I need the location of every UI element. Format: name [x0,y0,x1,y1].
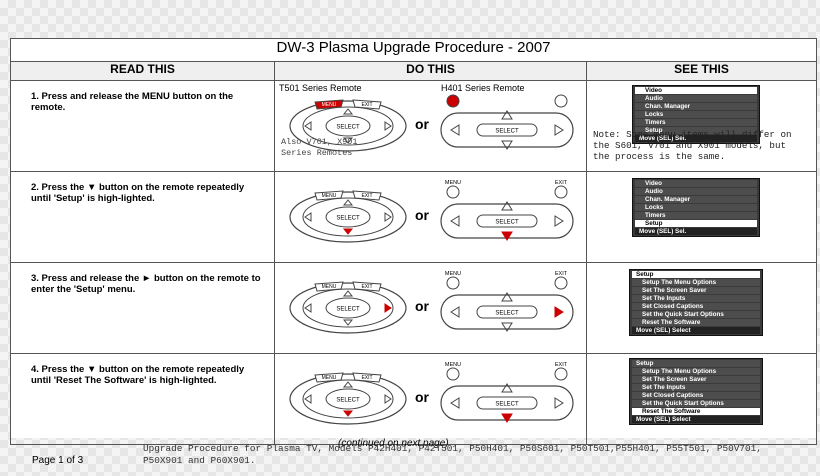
svg-text:SELECT: SELECT [336,398,360,404]
menu-item: Audio [635,95,757,102]
menu-item: Set Closed Captions [632,303,760,310]
step-cell: 2. Press the ▼ button on the remote repe… [10,171,275,263]
main-menu-screen: Video Audio Chan. Manager Locks Timers S… [632,85,760,144]
step-cell: 1. Press and release the MENU button on … [10,80,275,172]
or-label: or [415,207,429,223]
footer-models: Upgrade Procedure for Plasma TV, Models … [143,443,762,466]
menu-item: Set Closed Captions [632,392,760,399]
screen-cell: Video Audio Chan. Manager Locks Timers S… [585,171,818,263]
svg-text:MENU: MENU [322,102,337,108]
remote-cell: T501 Series Remote H401 Series Remote SE… [274,80,587,172]
t501-remote-icon: SELECT MENU EXIT [289,99,407,152]
procedure-table: DW-3 Plasma Upgrade Procedure - 2007 REA… [9,38,818,445]
step-cell: 4. Press the ▼ button on the remote repe… [10,353,275,445]
menu-item: Set The Inputs [632,295,760,302]
step-instruction: 4. Press the ▼ button on the remote repe… [31,364,245,386]
menu-item: Reset The Software [632,319,760,326]
menu-item: Set the Quick Start Options [632,311,760,318]
page-number: Page 1 of 3 [32,455,84,466]
svg-text:SELECT: SELECT [495,311,519,317]
menu-item: Setup The Menu Options [632,279,760,286]
menu-item: Setup The Menu Options [632,368,760,375]
menu-item: Audio [635,188,757,195]
menu-header: Setup [632,271,760,278]
svg-text:MENU: MENU [322,284,337,290]
svg-text:SELECT: SELECT [336,216,360,222]
menu-item: Chan. Manager [635,103,757,110]
svg-text:MENU: MENU [445,271,461,277]
remote-cell: SELECT MENU EXIT or MENU EXIT SELECT [274,353,587,445]
menu-footer: Move (SEL) Select [632,327,760,334]
svg-text:EXIT: EXIT [555,271,568,277]
model-note: Note: Some menu items will differ on the… [593,129,792,162]
svg-text:SELECT: SELECT [336,125,360,131]
menu-footer: Move (SEL) Select [632,416,760,423]
menu-item: Locks [635,111,757,118]
h401-remote-icon: SELECT [440,94,574,150]
t501-remote-icon: SELECT MENU EXIT [289,281,407,334]
menu-footer: Move (SEL) Sel. [635,135,757,142]
h401-remote-icon: MENU EXIT SELECT [440,271,574,332]
menu-item-selected: Reset The Software [632,408,760,415]
step-instruction: 1. Press and release the MENU button on … [31,91,234,113]
column-header-see: SEE THIS [585,61,818,81]
menu-footer: Move (SEL) Sel. [635,228,757,235]
svg-text:SELECT: SELECT [495,402,519,408]
step-instruction: 3. Press and release the ► button on the… [31,273,261,295]
svg-text:MENU: MENU [445,180,461,186]
menu-item: Set The Screen Saver [632,287,760,294]
svg-text:EXIT: EXIT [361,284,372,290]
or-label: or [415,298,429,314]
setup-menu-screen: Setup Setup The Menu Options Set The Scr… [629,269,763,336]
step-cell: 3. Press and release the ► button on the… [10,262,275,354]
or-label: or [415,116,429,132]
menu-item: Video [635,180,757,187]
main-menu-screen: Video Audio Chan. Manager Locks Timers S… [632,178,760,237]
menu-item-selected: Setup [635,220,757,227]
menu-item: Video [635,87,757,94]
menu-header: Setup [632,360,760,367]
screen-cell: Setup Setup The Menu Options Set The Scr… [585,353,818,445]
svg-text:EXIT: EXIT [555,362,568,368]
menu-item: Timers [635,119,757,126]
column-header-read: READ THIS [10,61,275,81]
document-title: DW-3 Plasma Upgrade Procedure - 2007 [9,38,818,62]
svg-text:EXIT: EXIT [555,180,568,186]
step-instruction: 2. Press the ▼ button on the remote repe… [31,182,245,204]
screen-cell: Setup Setup The Menu Options Set The Scr… [585,262,818,354]
menu-item: Set The Screen Saver [632,376,760,383]
remote-cell: SELECT MENU EXIT or MENU EXIT SELECT [274,262,587,354]
continued-note: (continued on next page) [338,438,449,449]
svg-text:SELECT: SELECT [495,220,519,226]
svg-text:SELECT: SELECT [495,129,519,135]
t501-remote-icon: SELECT MENU EXIT [289,190,407,243]
menu-item: Set The Inputs [632,384,760,391]
menu-item: Timers [635,212,757,219]
svg-text:EXIT: EXIT [361,102,372,108]
h401-label: H401 Series Remote [441,83,525,93]
also-remotes-note: Also V701, X901 Series Remotes [281,137,358,158]
svg-text:MENU: MENU [445,362,461,368]
t501-remote-icon: SELECT MENU EXIT [289,372,407,425]
svg-text:EXIT: EXIT [361,375,372,381]
menu-item: Chan. Manager [635,196,757,203]
setup-menu-screen: Setup Setup The Menu Options Set The Scr… [629,358,763,425]
column-header-do: DO THIS [274,61,587,81]
screen-cell: Video Audio Chan. Manager Locks Timers S… [585,80,818,172]
svg-text:MENU: MENU [322,193,337,199]
svg-text:EXIT: EXIT [361,193,372,199]
svg-text:MENU: MENU [322,375,337,381]
t501-label: T501 Series Remote [279,83,362,93]
h401-remote-icon: MENU EXIT SELECT [440,362,574,423]
menu-item: Set the Quick Start Options [632,400,760,407]
menu-item: Setup [635,127,757,134]
or-label: or [415,389,429,405]
remote-cell: SELECT MENU EXIT or MENU EXIT SELECT [274,171,587,263]
menu-item: Locks [635,204,757,211]
svg-text:SELECT: SELECT [336,307,360,313]
h401-remote-icon: MENU EXIT SELECT [440,180,574,241]
